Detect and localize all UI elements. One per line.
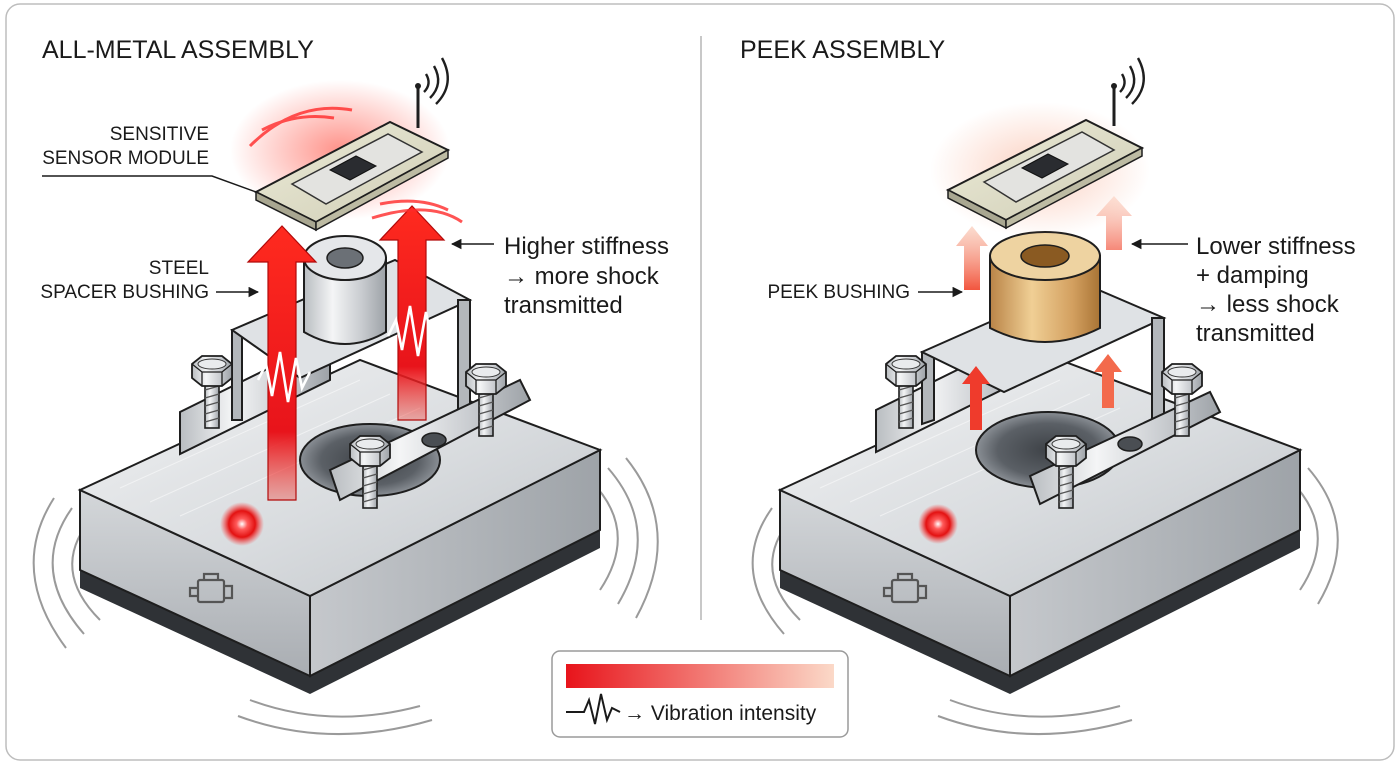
left-panel-title: ALL-METAL ASSEMBLY: [42, 36, 314, 64]
note-right-line2: + damping: [1196, 262, 1309, 289]
note-right-line1: Lower stiffness: [1196, 233, 1356, 260]
sensor-leader-line: [42, 175, 257, 193]
sensor-label-line2: SENSOR MODULE: [42, 148, 209, 169]
bushing-label-left-line1: STEEL: [149, 258, 209, 279]
sensor-label-line1: SENSITIVE: [110, 124, 209, 145]
legend-text: → Vibration intensity: [624, 702, 817, 725]
vibration-arrow-right-3: [962, 366, 990, 430]
vibration-arrow-right-1: [956, 226, 988, 290]
status-led-left: [220, 502, 264, 546]
right-panel-title: PEEK ASSEMBLY: [740, 36, 946, 64]
note-left-line1: Higher stiffness: [504, 233, 669, 260]
bushing-label-right: PEEK BUSHING: [767, 282, 910, 303]
status-led-right: [918, 504, 958, 544]
right-panel: PEEK ASSEMBLY: [740, 36, 1356, 736]
left-panel: ALL-METAL ASSEMBLY: [32, 36, 669, 736]
peek-bushing: [989, 231, 1101, 343]
engine-icon-right: [882, 572, 928, 604]
note-left-line3: transmitted: [504, 292, 623, 319]
engine-icon: [188, 572, 234, 604]
steel-spacer-bushing: [303, 235, 387, 345]
legend-gradient-bar: [566, 664, 834, 688]
sensor-module-right: [945, 57, 1145, 230]
vibration-arrow-left-1: [246, 225, 318, 501]
shock-waves-left: [248, 106, 463, 224]
chip-icon: [328, 155, 378, 181]
sensor-module-left: [253, 57, 451, 232]
note-left-line2: → more shock: [504, 263, 660, 290]
vibration-arrow-left-2: [378, 205, 446, 421]
legend: → Vibration intensity: [551, 650, 849, 738]
vibration-arrow-right-4: [1094, 354, 1122, 408]
bushing-label-left-line2: SPACER BUSHING: [40, 282, 209, 303]
wave-icon: [566, 693, 621, 725]
note-right-line4: transmitted: [1196, 320, 1315, 347]
note-right-line3: → less shock: [1196, 291, 1340, 318]
chip-icon-right: [1020, 153, 1070, 179]
